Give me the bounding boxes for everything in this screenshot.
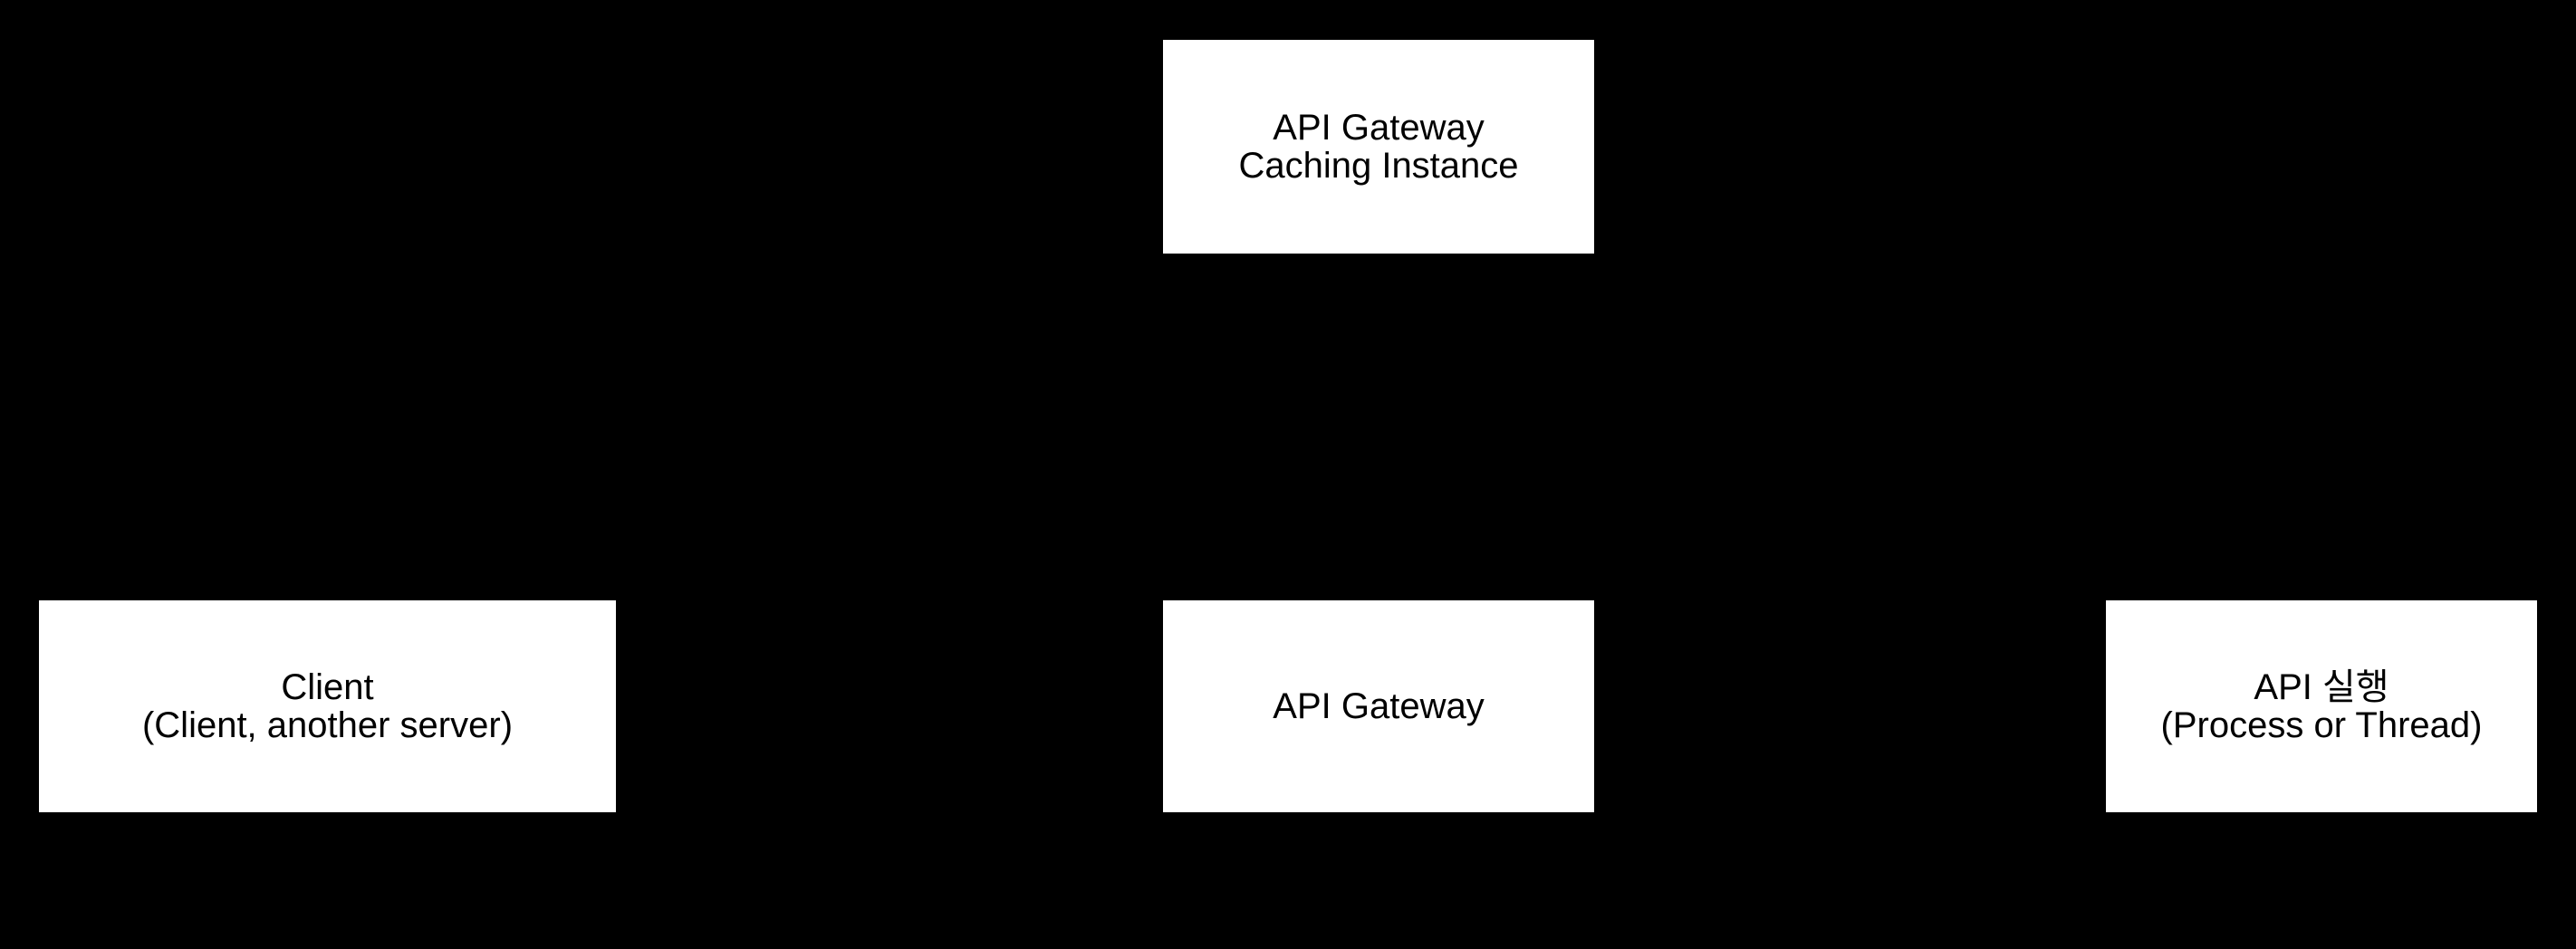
node-api-gateway-caching-instance-line-1: API Gateway xyxy=(1273,108,1485,148)
node-api-execution-line-1: API 실행 xyxy=(2254,667,2389,707)
node-api-gateway-caching-instance[interactable]: API Gateway Caching Instance xyxy=(1163,40,1594,254)
node-api-gateway-caching-instance-line-2: Caching Instance xyxy=(1238,146,1519,186)
node-client-line-1: Client xyxy=(281,667,374,707)
node-client[interactable]: Client (Client, another server) xyxy=(39,600,616,812)
node-client-line-2: (Client, another server) xyxy=(141,705,514,745)
node-api-execution-line-2: (Process or Thread) xyxy=(2160,705,2483,745)
node-api-gateway-line-1: API Gateway xyxy=(1273,686,1485,726)
node-api-execution[interactable]: API 실행 (Process or Thread) xyxy=(2106,600,2537,812)
node-api-gateway[interactable]: API Gateway xyxy=(1163,600,1594,812)
